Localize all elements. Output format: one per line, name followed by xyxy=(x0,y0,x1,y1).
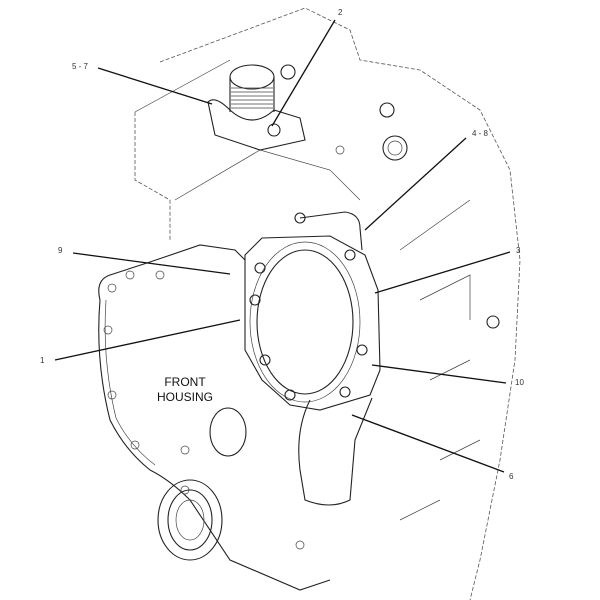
callout-4-8: 4 - 8 xyxy=(472,129,489,138)
callout-2: 2 xyxy=(338,8,343,17)
block-details xyxy=(399,199,481,521)
leader-lines xyxy=(54,19,511,473)
callout-9: 9 xyxy=(58,246,63,255)
water-pump xyxy=(244,211,381,506)
cylinder-head-side xyxy=(134,112,171,240)
engine-block-outline xyxy=(159,7,521,600)
front-housing-label-line1: FRONT xyxy=(164,375,206,389)
upper-bolts xyxy=(280,64,408,161)
callout-5-7: 5 - 7 xyxy=(72,62,89,71)
front-housing-label: FRONT HOUSING xyxy=(150,375,220,405)
front-housing-label-line2: HOUSING xyxy=(156,390,213,404)
callout-3: 3 xyxy=(516,246,521,255)
callout-1: 1 xyxy=(40,356,45,365)
crankshaft-seal xyxy=(157,479,223,561)
housing-bolt-holes xyxy=(103,270,305,550)
head-edges xyxy=(134,59,361,201)
front-housing-outline xyxy=(98,244,331,591)
right-bolt xyxy=(486,315,500,329)
thermostat-housing xyxy=(207,64,306,151)
callout-10: 10 xyxy=(515,378,524,387)
access-cover xyxy=(209,407,247,457)
callout-6: 6 xyxy=(509,472,514,481)
